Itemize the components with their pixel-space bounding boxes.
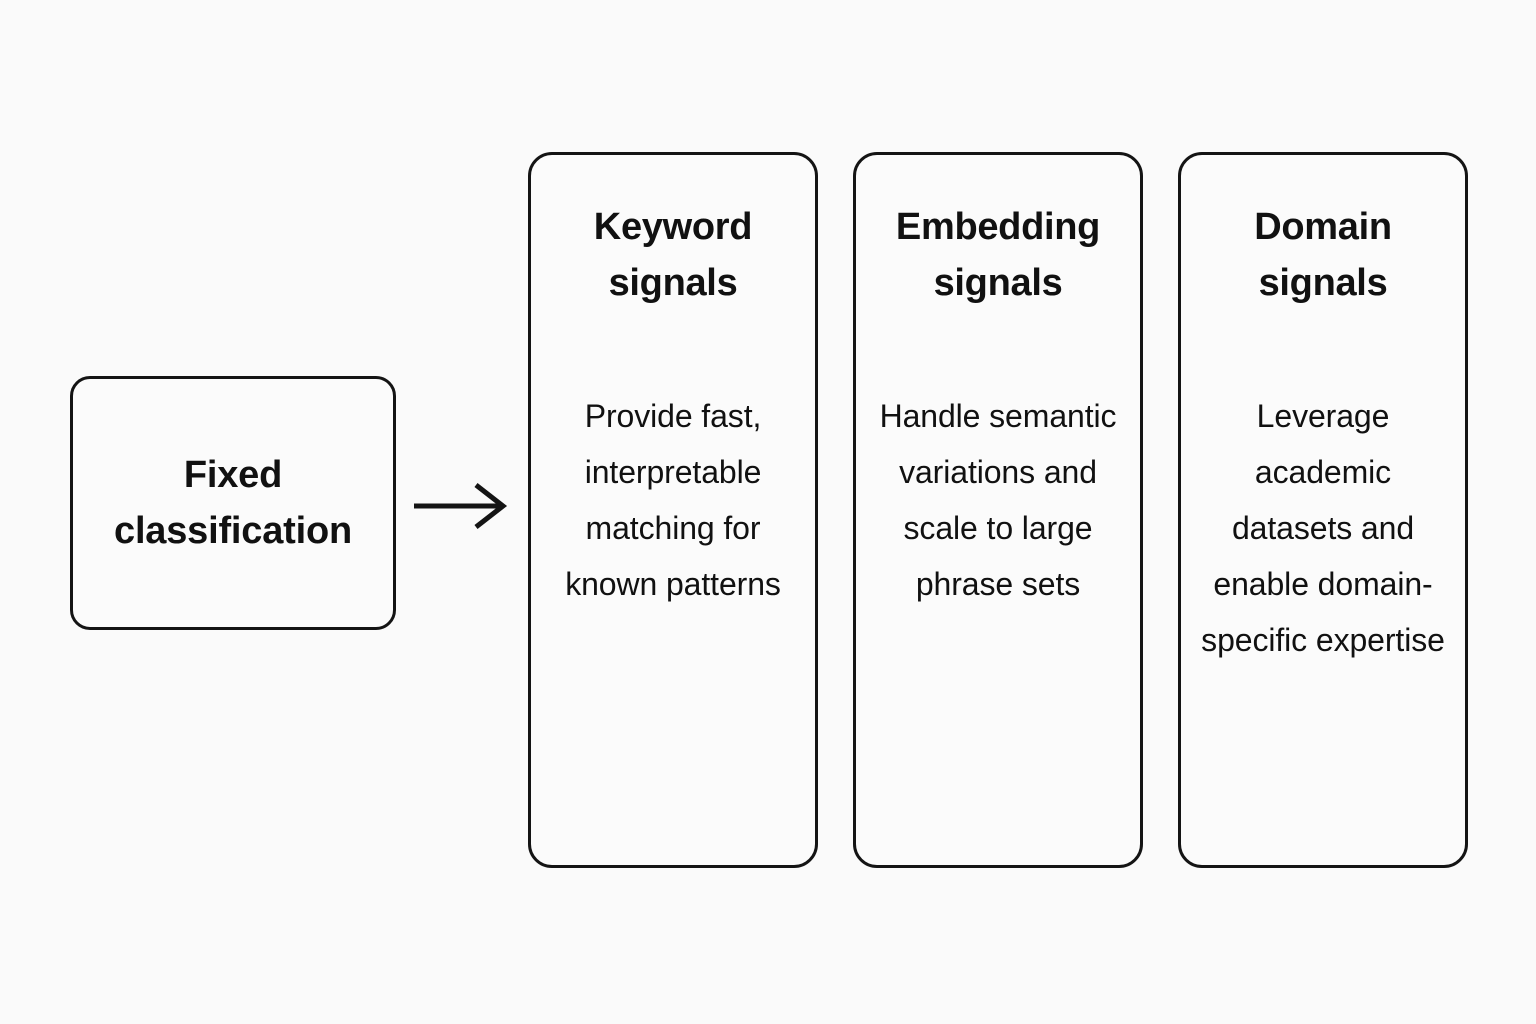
- signal-card-keyword[interactable]: Keyword signals Provide fast, interpreta…: [528, 152, 818, 868]
- source-node-label: Fixed classification: [114, 454, 352, 552]
- signal-card-title: Domain signals: [1254, 206, 1392, 304]
- signal-card-body: Leverage academic datasets and enable do…: [1201, 398, 1445, 658]
- signal-card-body: Handle semantic variations and scale to …: [879, 398, 1117, 602]
- signal-card-embedding[interactable]: Embedding signals Handle semantic variat…: [853, 152, 1143, 868]
- signal-card-title: Keyword signals: [593, 206, 753, 304]
- source-node-fixed-classification[interactable]: Fixed classification: [70, 376, 396, 630]
- signal-card-body: Provide fast, interpretable matching for…: [565, 398, 781, 602]
- signal-cards-row: Keyword signals Provide fast, interpreta…: [528, 152, 1478, 868]
- arrow-right-icon: [408, 478, 518, 534]
- signal-card-title: Embedding signals: [895, 206, 1101, 304]
- signal-card-domain[interactable]: Domain signals Leverage academic dataset…: [1178, 152, 1468, 868]
